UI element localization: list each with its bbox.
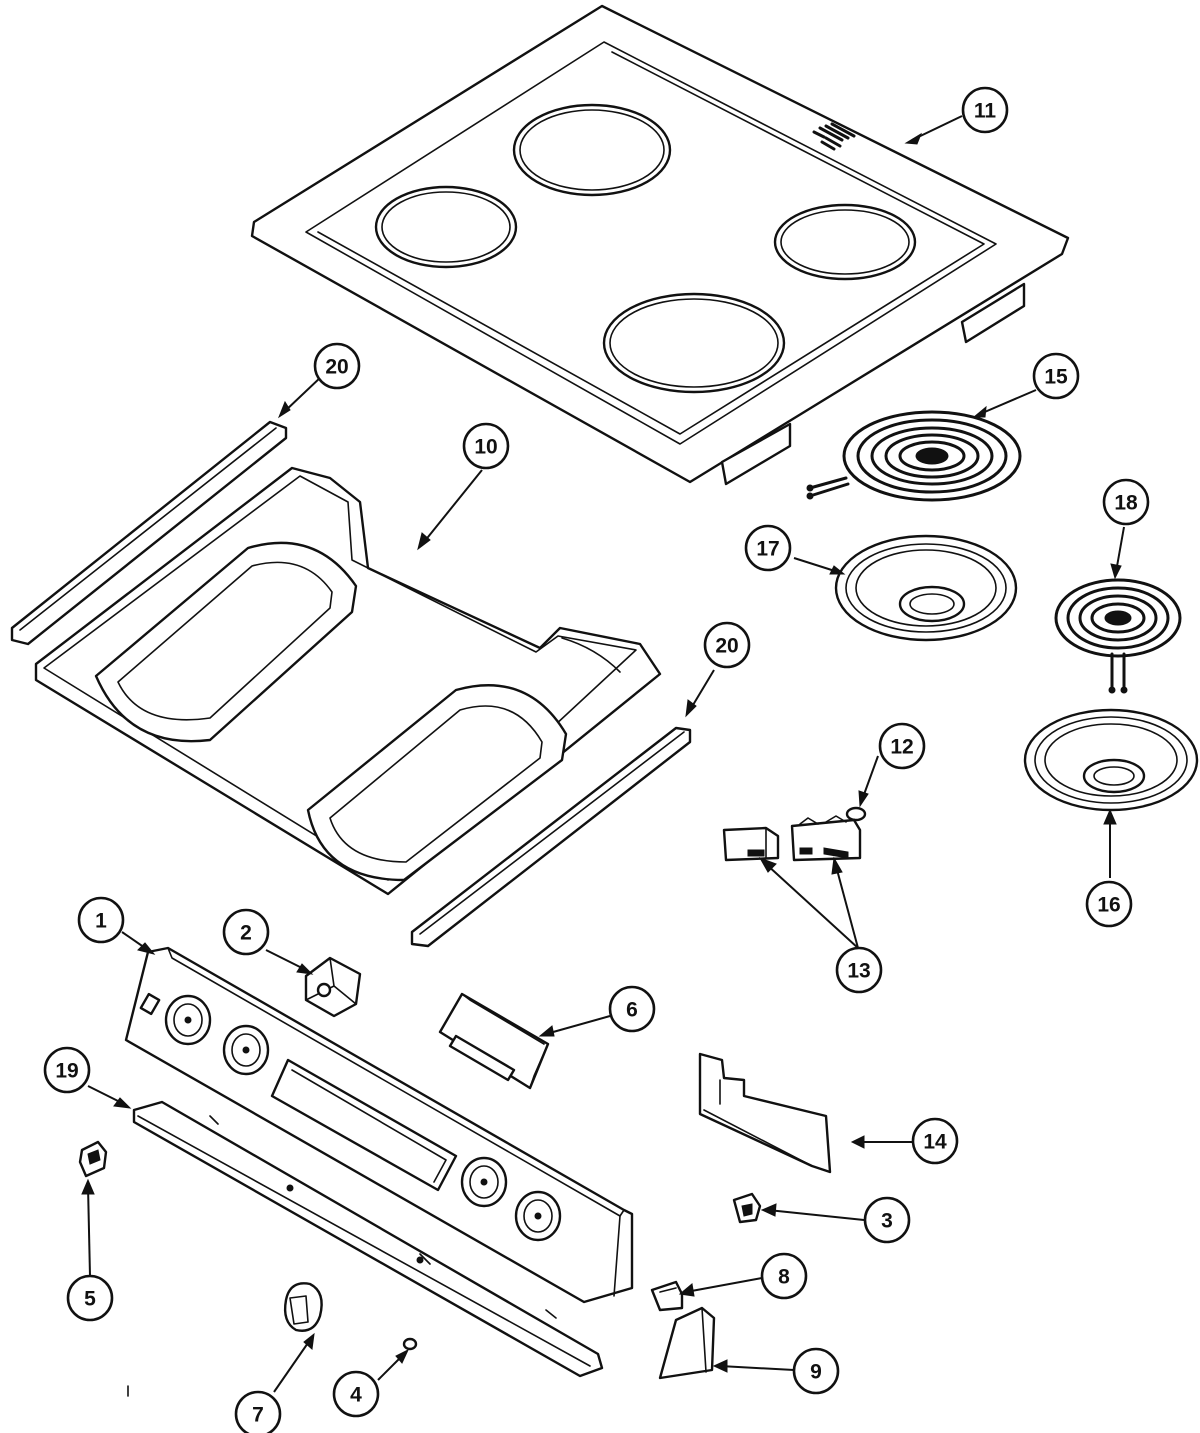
callout-6: 6 — [608, 985, 656, 1033]
svg-text:5: 5 — [84, 1288, 96, 1311]
callout-20-left: 20 — [313, 342, 361, 390]
large-surface-element-part — [806, 410, 1022, 502]
large-drip-bowl-part — [834, 534, 1018, 642]
svg-text:9: 9 — [810, 1361, 822, 1384]
clock-timer-part — [438, 992, 550, 1090]
svg-text:3: 3 — [881, 1210, 893, 1233]
small-surface-element-part — [1054, 578, 1182, 694]
callout-14: 14 — [911, 1117, 959, 1165]
callout-1: 1 — [77, 896, 125, 944]
end-cap-part — [658, 1306, 716, 1380]
svg-text:19: 19 — [55, 1060, 78, 1083]
svg-text:2: 2 — [240, 922, 252, 945]
svg-text:20: 20 — [715, 635, 738, 658]
svg-text:17: 17 — [756, 538, 779, 561]
cooktop-part — [250, 4, 1070, 486]
callout-19: 19 — [43, 1046, 91, 1094]
vent-slots — [812, 122, 856, 151]
callout-11: 11 — [961, 86, 1009, 134]
indicator-light-part — [732, 1192, 762, 1224]
callout-13: 13 — [835, 946, 883, 994]
terminal-block-part — [722, 815, 862, 862]
callout-15: 15 — [1032, 352, 1080, 400]
svg-text:1: 1 — [95, 910, 107, 933]
svg-text:18: 18 — [1114, 492, 1138, 515]
infinite-switch-part — [304, 956, 362, 1018]
svg-text:15: 15 — [1044, 366, 1068, 389]
callout-4: 4 — [332, 1370, 380, 1418]
callout-20-right: 20 — [703, 621, 751, 669]
small-drip-bowl-part — [1023, 708, 1199, 812]
end-cap-bracket-part — [650, 1280, 684, 1312]
side-trim-left-part — [10, 420, 288, 646]
callout-10: 10 — [462, 422, 510, 470]
callout-7: 7 — [234, 1390, 282, 1433]
svg-text:8: 8 — [778, 1266, 790, 1289]
callout-8: 8 — [760, 1252, 808, 1300]
svg-text:13: 13 — [847, 960, 870, 983]
callout-2: 2 — [222, 908, 270, 956]
callout-17: 17 — [744, 524, 792, 572]
callout-18: 18 — [1102, 478, 1150, 526]
panel-bracket-part — [132, 1100, 604, 1378]
svg-text:10: 10 — [474, 436, 497, 459]
rocker-switch-part — [78, 1140, 108, 1178]
svg-text:11: 11 — [974, 100, 997, 123]
svg-text:7: 7 — [252, 1404, 264, 1427]
svg-text:16: 16 — [1097, 894, 1120, 917]
arrowheads — [81, 132, 1122, 1373]
svg-text:4: 4 — [350, 1384, 362, 1407]
burner-box-part — [34, 466, 662, 896]
callout-5: 5 — [66, 1274, 114, 1322]
knob-clip-part — [402, 1337, 418, 1351]
svg-text:20: 20 — [325, 356, 348, 379]
control-knob-part — [283, 1282, 323, 1332]
svg-text:12: 12 — [890, 736, 913, 759]
callout-16: 16 — [1085, 880, 1133, 928]
svg-text:6: 6 — [626, 999, 638, 1022]
control-panel-part — [124, 946, 634, 1304]
side-trim-right-part — [410, 726, 692, 948]
callout-12: 12 — [878, 722, 926, 770]
svg-text:14: 14 — [923, 1131, 947, 1154]
callout-9: 9 — [792, 1347, 840, 1395]
wire-cover-part — [698, 1052, 832, 1174]
callout-3: 3 — [863, 1196, 911, 1244]
